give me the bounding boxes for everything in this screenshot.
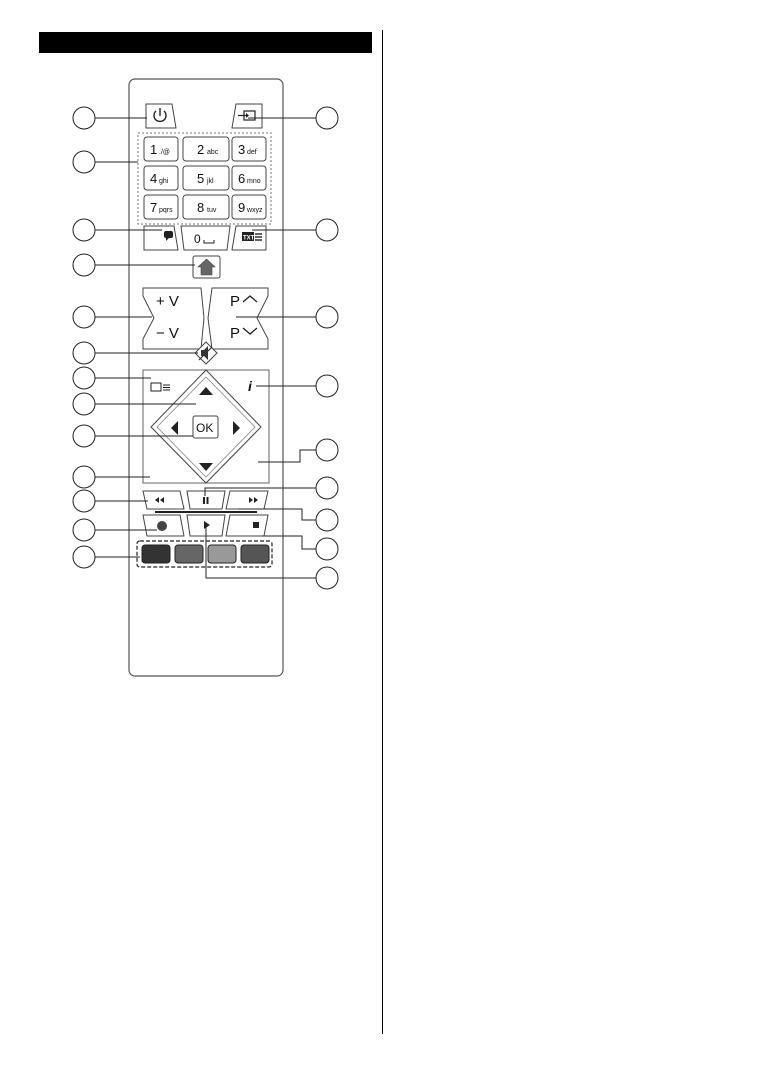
callout-circle (316, 567, 338, 589)
teletext-icon: TXT (242, 232, 262, 242)
pause-button[interactable] (187, 491, 225, 509)
number-key-digit: 3 (238, 142, 245, 157)
callout-circle (73, 107, 95, 129)
number-key-digit: 8 (197, 200, 204, 215)
zero-key-digit: 0 (194, 232, 201, 246)
callout-circle (73, 393, 95, 415)
callout-circle (73, 306, 95, 328)
volume-down-label: − V (156, 325, 179, 342)
color-key-2[interactable] (175, 545, 203, 563)
callout-circle (73, 519, 95, 541)
number-key-letters: jkl (206, 178, 214, 185)
number-key-letters: ghi (159, 178, 169, 185)
callout-circle (73, 466, 95, 488)
rewind-button[interactable] (143, 491, 184, 509)
callout-circle (316, 219, 338, 241)
callout-circle (73, 425, 95, 447)
color-key-1[interactable] (142, 545, 170, 563)
teletext-label: TXT (243, 236, 255, 242)
volume-up-label: + V (156, 293, 179, 310)
callout-circle (73, 546, 95, 568)
power-button[interactable] (146, 104, 176, 128)
number-key-digit: 7 (150, 200, 157, 215)
callout-circle (73, 367, 95, 389)
record-icon (157, 521, 167, 531)
number-key-digit: 9 (238, 200, 245, 215)
callout-circle (316, 375, 338, 397)
program-down-label: P (230, 325, 240, 342)
number-key-digit: 2 (197, 142, 204, 157)
number-key-letters: pqrs (159, 207, 173, 214)
number-key-digit: 6 (238, 171, 245, 186)
zero-key[interactable]: 0 (181, 226, 230, 250)
number-key-letters: ./@ (159, 149, 170, 156)
program-up-label: P (230, 293, 240, 310)
home-button[interactable] (193, 256, 220, 278)
ok-button[interactable]: OK (193, 416, 218, 438)
callout-circle (316, 439, 338, 461)
number-key-digit: 5 (197, 171, 204, 186)
callout-circle (316, 107, 338, 129)
color-key-3[interactable] (208, 545, 236, 563)
callout-circle (316, 306, 338, 328)
callout-circle (73, 254, 95, 276)
number-key-letters: tuv (207, 207, 217, 214)
callout-circle (73, 490, 95, 512)
number-key-letters: mno (247, 178, 261, 185)
callout-circle (316, 538, 338, 560)
number-key-letters: abc (207, 149, 219, 156)
fast-forward-button[interactable] (226, 491, 268, 509)
number-key-digit: 1 (150, 142, 157, 157)
number-key-letters: def (247, 149, 257, 156)
callout-circle (73, 151, 95, 173)
record-button[interactable] (143, 515, 184, 536)
callout-circle (316, 509, 338, 531)
number-key[interactable]: 1./@ (144, 137, 178, 161)
source-button[interactable] (232, 104, 262, 128)
ok-label: OK (196, 421, 213, 435)
stop-button[interactable] (226, 515, 268, 536)
callout-circle (73, 219, 95, 241)
callout-circle (316, 477, 338, 499)
callout-circle (73, 342, 95, 364)
number-key-digit: 4 (150, 171, 157, 186)
color-key-4[interactable] (241, 545, 269, 563)
stop-icon (253, 522, 259, 528)
number-key-letters: wxyz (246, 207, 263, 214)
